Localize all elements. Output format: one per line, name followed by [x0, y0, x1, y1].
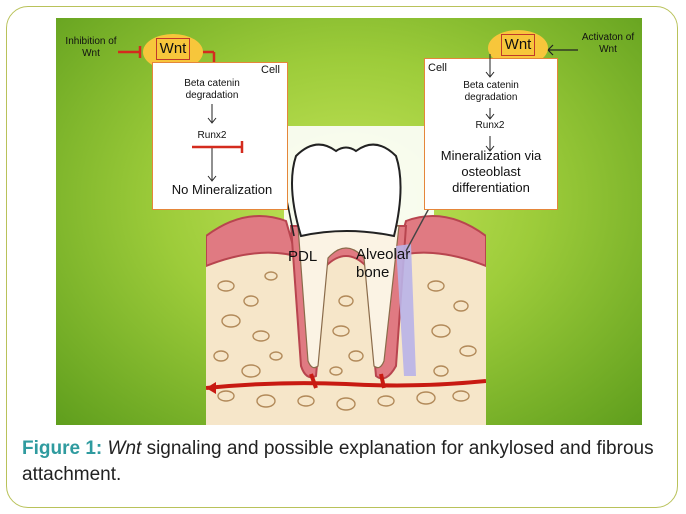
cell-label-right: Cell — [428, 62, 447, 74]
right-step-beta-catenin: Beta catenin degradation — [456, 80, 526, 104]
left-result: No Mineralization — [160, 182, 284, 198]
right-result: Mineralization via osteoblast differenti… — [428, 148, 554, 196]
caption-label: Figure 1: — [22, 438, 102, 459]
inhibition-note: Inhibition of Wnt — [60, 36, 122, 60]
activation-arrow — [544, 42, 584, 58]
runx2-inhibit-mark — [192, 140, 248, 154]
right-step-runx2: Runx2 — [470, 120, 510, 132]
bone-background — [206, 236, 486, 425]
left-step-beta-catenin: Beta catenin degradation — [180, 78, 244, 102]
cell-label-left: Cell — [261, 64, 280, 76]
caption-italic: Wnt — [108, 438, 142, 459]
activation-note: Activaton of Wnt — [576, 32, 640, 56]
pdl-label: PDL — [288, 248, 317, 266]
figure-image: Inhibition of Wnt Wnt Cell Beta catenin … — [56, 18, 642, 425]
alveolar-bone-label: Alveolar bone — [356, 246, 416, 282]
wnt-label-left: Wnt — [156, 38, 191, 60]
figure-caption: Figure 1: Wnt signaling and possible exp… — [22, 436, 662, 488]
tooth-crown — [292, 145, 401, 236]
wnt-label-right: Wnt — [501, 34, 536, 56]
